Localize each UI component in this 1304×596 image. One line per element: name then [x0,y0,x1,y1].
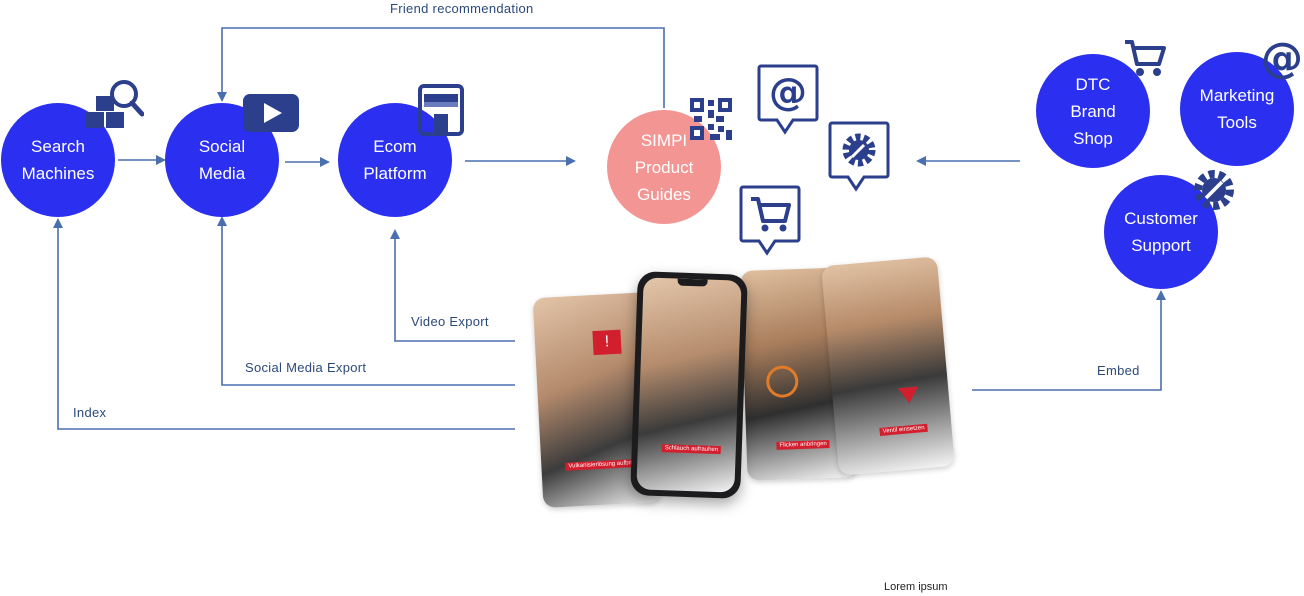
node-marketing-tools: Marketing Tools [1180,52,1294,166]
label-friend-recommendation: Friend recommendation [390,1,534,16]
arrow-embed [972,290,1166,391]
qr-code-icon [690,98,732,140]
guide-card-3-caption: Flicken anbringen [776,439,830,450]
warning-badge: ! [592,329,622,356]
label-video-export: Video Export [411,314,489,329]
storefront-icon [418,84,464,136]
phone-notch [677,278,708,287]
smartphone: Schlauch aufrauhen [630,271,748,499]
guide-card-4: Ventil einsetzen [821,256,955,476]
cart-bubble-icon [739,185,801,256]
settings-bubble-icon [828,121,890,192]
search-boxes-icon [86,80,144,128]
email-icon: @ [1261,36,1303,80]
footer-text: Lorem ipsum [884,581,948,593]
cart-icon [1125,40,1166,76]
node-dtc-brand-shop: DTC Brand Shop [1036,54,1150,168]
gear-wrench-icon [1194,170,1234,210]
guide-card-4-caption: Ventil einsetzen [879,423,928,436]
node-ecom-platform: Ecom Platform [338,103,452,217]
email-bubble-icon: @ [757,64,819,135]
svg-text:@: @ [769,70,807,114]
arrow-friend-recommendation [217,27,665,108]
video-play-icon [243,94,299,132]
label-index: Index [73,405,107,420]
phone-screen: Schlauch aufrauhen [636,277,742,493]
arrow-social-export [217,216,515,386]
svg-text:@: @ [1261,36,1303,80]
down-arrow-marker [897,386,920,405]
arrow-video-export [390,229,515,342]
guide-card-2-caption: Schlauch aufrauhen [661,444,722,455]
label-embed: Embed [1097,363,1140,378]
patch-circle [765,365,799,399]
arrow-index [53,218,515,430]
label-social-media-export: Social Media Export [245,360,367,375]
product-guide-collage: ! Vulkanisierlösung aufbringen Flicken a… [530,255,960,515]
